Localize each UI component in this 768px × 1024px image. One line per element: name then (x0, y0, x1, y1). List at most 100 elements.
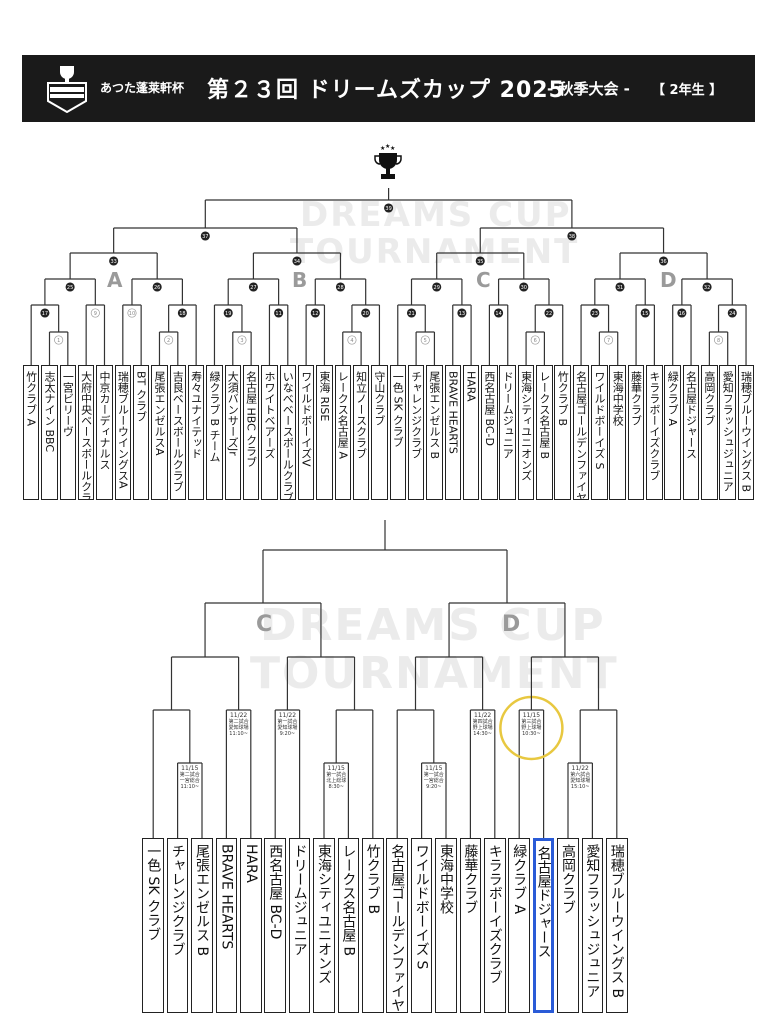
team-box[interactable]: 西名古屋 BC-D (481, 365, 498, 500)
team-box[interactable]: 緑クラブ B チーム (206, 365, 223, 500)
team-box[interactable]: 中京カーディナルス (96, 365, 113, 500)
svg-text:★: ★ (380, 145, 385, 152)
watermark-bottom-line1: DREAMS CUP (260, 600, 606, 651)
team-box[interactable]: HARA (240, 838, 262, 1013)
team-box[interactable]: 名古屋ゴールデンファイヤーズ (572, 365, 590, 500)
team-box[interactable]: レークス名古屋 B (337, 838, 360, 1013)
match-number-badge (310, 308, 320, 318)
schedule-line: 北上総球 (326, 778, 347, 784)
team-box[interactable]: 一色 SK クラブ (389, 365, 406, 500)
team-box[interactable]: 愛知フラッシュジュニア (719, 365, 736, 500)
team-box[interactable]: レークス名古屋 B (536, 365, 553, 500)
team-box[interactable]: 名古屋ゴールデンファイヤーズ (386, 838, 408, 1013)
team-box[interactable]: 東海 RISE (316, 365, 333, 500)
team-box[interactable]: ドリームジュニア (499, 365, 516, 500)
team-box[interactable]: 愛知フラッシュジュニア (581, 838, 604, 1013)
team-box[interactable]: 東海中学校 (609, 365, 626, 500)
team-box[interactable]: 竹クラブ B (362, 838, 384, 1013)
team-box[interactable]: 大府中央ベースボールクラブ (77, 365, 95, 500)
match-number: 23 (592, 311, 598, 317)
match-number-badge (177, 308, 187, 318)
schedule-line: 11/15 (181, 765, 199, 772)
team-box[interactable]: 瑞穂ブルーウイングスA (114, 365, 132, 500)
team-box[interactable]: 緑クラブ A (508, 838, 530, 1013)
schedule-line: 11/15 (327, 765, 345, 772)
match-number-badge (590, 308, 600, 318)
schedule-line: 一宮総合 (179, 778, 200, 784)
match-number-badge (361, 308, 371, 318)
match-number-badge (54, 335, 64, 345)
team-box[interactable]: 東海シティユニオンズ (517, 365, 535, 500)
match-number: 13 (459, 311, 465, 317)
schedule-line: 11/22 (278, 712, 297, 719)
match-number-badge (40, 308, 50, 318)
team-box[interactable]: 東海シティユニオンズ (313, 838, 335, 1013)
match-number: 32 (704, 285, 710, 291)
block-label-c: C (476, 268, 491, 292)
team-box[interactable]: ワイルドボーイズ S (410, 838, 433, 1013)
team-box[interactable]: 藤華クラブ (627, 365, 645, 500)
team-box[interactable]: 知立ノースクラブ (352, 365, 370, 500)
team-box[interactable]: ワイルドボーイズV (297, 365, 315, 500)
schedule-line: 第六試合 (570, 772, 591, 778)
team-box[interactable]: 高岡クラブ (701, 365, 718, 500)
match-number: 34 (294, 259, 300, 265)
team-box[interactable]: 志太ナイン BBC (41, 365, 58, 500)
team-box[interactable]: 守山クラブ (371, 365, 388, 500)
match-number: 31 (617, 285, 623, 291)
match-number: 7 (607, 338, 610, 344)
team-box[interactable]: レークス名古屋 A (334, 365, 352, 500)
match-number-badge (457, 308, 467, 318)
team-box[interactable]: 瑞穂ブルーウイングス B (606, 838, 628, 1013)
schedule-line: 第一試合 (277, 719, 298, 725)
match-number: 25 (67, 285, 73, 291)
match-number: 3 (240, 338, 243, 344)
team-box[interactable]: 竹クラブ A (22, 365, 40, 500)
schedule-line: 第二試合 (179, 772, 200, 778)
team-box[interactable]: キララボーイズクラブ (646, 365, 663, 500)
team-box[interactable]: 名古屋ドジャース (532, 838, 555, 1013)
match-number: 27 (250, 285, 256, 291)
match-number: 17 (42, 311, 48, 317)
schedule-line: 第一試合 (326, 772, 347, 778)
team-box[interactable]: 大須バンサーズJr (224, 365, 242, 500)
team-box[interactable]: 尾張エンゼルスA (151, 365, 168, 500)
team-box[interactable]: 名古屋 HBC クラブ (242, 365, 260, 500)
match-number-badge (406, 308, 417, 318)
team-box[interactable]: BT クラブ (132, 365, 150, 500)
match-number: 1 (57, 338, 60, 344)
team-box[interactable]: 名古屋ドジャース (682, 365, 700, 500)
team-box[interactable]: HARA (462, 365, 480, 500)
match-number: 38 (569, 234, 575, 240)
match-number-badge (677, 308, 687, 318)
team-box[interactable]: ドリームジュニア (288, 838, 311, 1013)
team-box[interactable]: 東海中学校 (435, 838, 457, 1013)
team-box[interactable]: キララボーイズクラブ (484, 838, 506, 1013)
team-box[interactable]: いなべベースボールクラブ (279, 365, 297, 500)
match-number-badge (727, 308, 737, 318)
team-box[interactable]: 藤華クラブ (459, 838, 482, 1013)
grade-label: 【 2年生 】 (652, 83, 723, 98)
team-box[interactable]: 一色 SK クラブ (142, 838, 164, 1013)
team-box[interactable]: 緑クラブ A (664, 365, 681, 500)
team-box[interactable]: チャレンジクラブ (407, 365, 425, 500)
team-box[interactable]: 瑞穂ブルーウイングス B (737, 365, 755, 500)
schedule-line: 愛知球場 (570, 778, 591, 784)
team-box[interactable]: チャレンジクラブ (166, 838, 189, 1013)
team-box[interactable]: 尾張エンゼルス B (426, 365, 443, 500)
team-box[interactable]: 竹クラブ B (554, 365, 571, 500)
team-box[interactable]: BRAVE HEARTS (444, 365, 461, 500)
team-box[interactable]: 西名古屋 BC-D (264, 838, 286, 1013)
team-box[interactable]: 高岡クラブ (557, 838, 579, 1013)
team-box[interactable]: 一宮ビリーヴ (59, 365, 77, 500)
team-box[interactable]: 吉良ベースボールクラブ (169, 365, 187, 500)
team-box[interactable]: ホワイトベアーズ (261, 365, 278, 500)
match-number: 24 (729, 311, 735, 317)
team-box[interactable]: 尾張エンゼルス B (191, 838, 213, 1013)
team-box[interactable]: 寿々ユナイテッド (187, 365, 205, 500)
team-box[interactable]: BRAVE HEARTS (215, 838, 238, 1013)
team-box[interactable]: ワイルドボーイズ S (591, 365, 608, 500)
